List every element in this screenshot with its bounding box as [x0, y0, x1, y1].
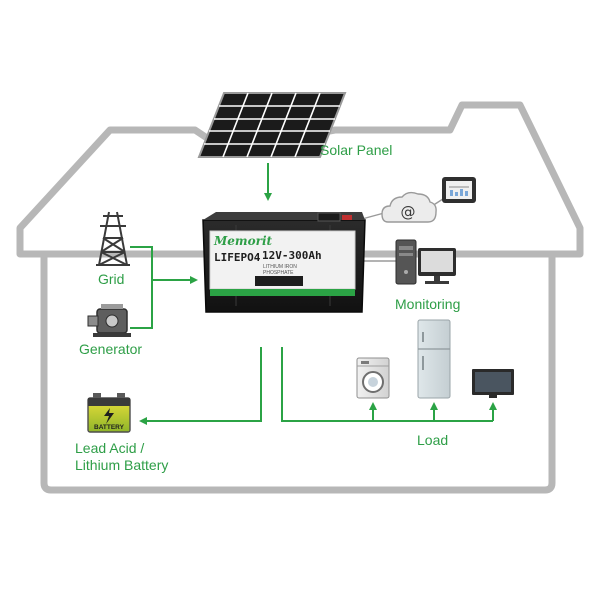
- generator-label: Generator: [79, 341, 143, 357]
- lifepo4-battery: Memorit LIFEPO4 12V-300Ah LITHIUM IRON P…: [202, 212, 366, 313]
- flow-lines: [130, 163, 497, 425]
- computer-icon: [395, 239, 456, 285]
- cloud-icon: @: [381, 191, 437, 223]
- monitoring-label: Monitoring: [395, 296, 461, 312]
- tablet-icon: [442, 177, 476, 203]
- storage-battery-label-line-1: Lead Acid /: [75, 440, 145, 456]
- battery-to-load-line: [281, 347, 493, 422]
- solar-panel-label: Solar Panel: [320, 142, 393, 158]
- battery-to-storage-arrow: [139, 347, 262, 425]
- battery-chemistry: LIFEPO4: [214, 251, 261, 264]
- tv-icon: [472, 369, 514, 398]
- house-outline: [16, 101, 584, 494]
- side-battery-label: BATTERY: [94, 424, 125, 431]
- at-symbol: @: [401, 203, 416, 221]
- solar-panel-icon: [197, 92, 347, 158]
- refrigerator-icon: [417, 319, 451, 399]
- side-battery-icon: BATTERY: [87, 393, 131, 433]
- generator-icon: [87, 304, 131, 337]
- battery-rating: 12V-300Ah: [262, 249, 322, 262]
- storage-battery-label-line-2: Lithium Battery: [75, 457, 169, 473]
- battery-subtext-2: PHOSPHATE: [263, 270, 294, 276]
- load-label: Load: [417, 432, 449, 448]
- grid-line: [130, 246, 153, 329]
- washing-machine-icon: [356, 357, 390, 399]
- battery-brand: Memorit: [213, 234, 273, 248]
- battery-subtext-1: LITHIUM IRON: [263, 264, 297, 270]
- grid-tower-icon: [96, 211, 130, 266]
- grid-label: Grid: [98, 271, 125, 287]
- storage-battery-label: Lead Acid / Lithium Battery: [75, 440, 168, 474]
